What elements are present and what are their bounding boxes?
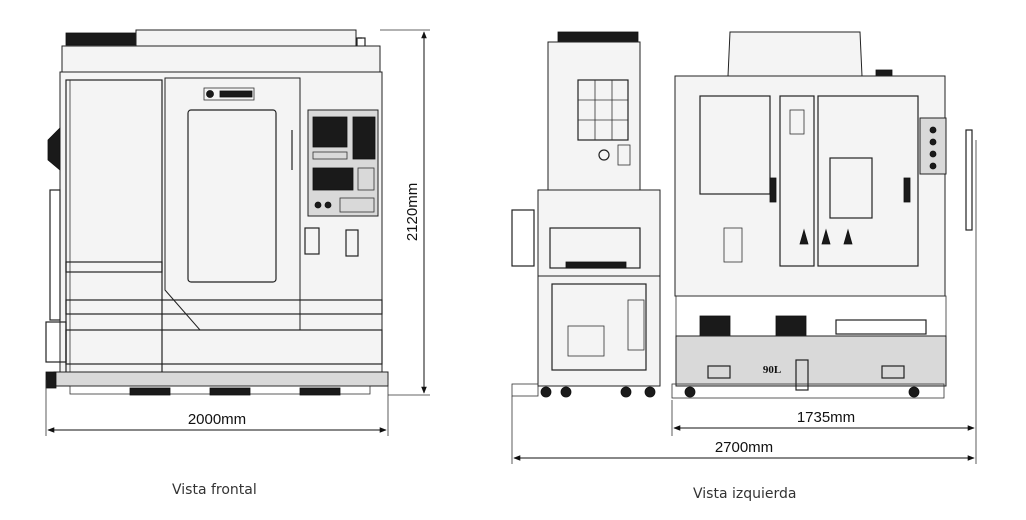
left-view-machine: 90L [511, 31, 973, 399]
front-width-label: 2000mm [188, 411, 246, 428]
front-view-machine [45, 29, 389, 396]
side-total-dimension: 2700mm [511, 396, 975, 464]
left-view-caption: Vista izquierda [693, 486, 797, 502]
side-base-label: 1735mm [797, 409, 855, 426]
front-width-dimension: 2000mm [45, 380, 389, 436]
side-total-label: 2700mm [715, 439, 773, 456]
front-height-label: 2120mm [404, 183, 421, 241]
front-view-caption: Vista frontal [172, 482, 257, 498]
front-height-dimension: 2120mm [380, 29, 430, 396]
tank-capacity-label: 90L [763, 364, 781, 376]
side-base-dimension: 1735mm [671, 140, 977, 464]
